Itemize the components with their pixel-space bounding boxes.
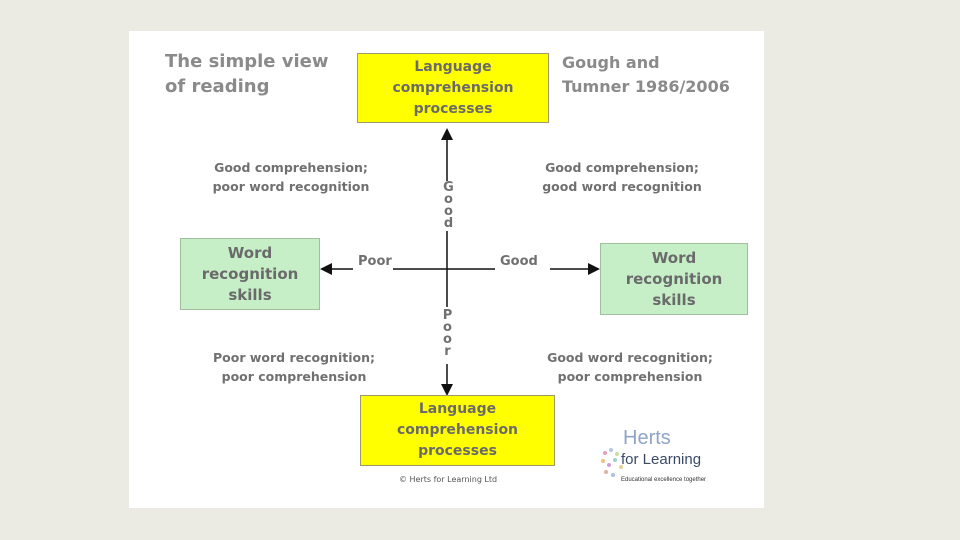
box-line: recognition [625, 269, 723, 288]
box-line: Word [227, 243, 273, 262]
herts-for-learning-logo: Herts for Learning Educational excellenc… [599, 421, 749, 501]
box-line: processes [413, 100, 493, 117]
title-line-2: of reading [165, 76, 270, 97]
word-recognition-box-left: Word recognition skills [180, 238, 320, 310]
box-line: skills [652, 290, 696, 309]
quadrant-line: Good word recognition; [547, 350, 713, 365]
language-comprehension-box-bottom: Language comprehension processes [360, 395, 555, 466]
diagram-title: The simple view of reading [165, 49, 355, 99]
quadrant-line: poor word recognition [212, 179, 370, 194]
quadrant-line: good word recognition [542, 179, 702, 194]
logo-herts-text: Herts [623, 427, 671, 449]
logo-tagline: Educational excellence together [621, 477, 707, 483]
quadrant-bottom-right: Good word recognition; poor comprehensio… [530, 348, 730, 386]
box-line: Language [418, 401, 497, 417]
horizontal-good-label: Good [500, 254, 538, 269]
box-line: comprehension [396, 422, 519, 438]
box-line: recognition [201, 264, 299, 283]
quadrant-line: Poor word recognition; [213, 350, 375, 365]
citation-line-2: Tumner 1986/2006 [562, 77, 730, 96]
logo-swirl-icon [601, 448, 623, 477]
language-comprehension-box-top: Language comprehension processes [357, 53, 549, 123]
box-line: skills [228, 285, 272, 304]
logo-for-learning-text: for Learning [621, 451, 702, 468]
quadrant-bottom-left: Poor word recognition; poor comprehensio… [199, 348, 389, 386]
box-line: Language [414, 58, 492, 75]
horizontal-poor-label: Poor [358, 254, 392, 269]
axes [320, 128, 600, 396]
vertical-poor-label: Poor [440, 308, 455, 356]
quadrant-top-right: Good comprehension; good word recognitio… [522, 158, 722, 196]
title-line-1: The simple view [165, 51, 329, 72]
word-recognition-box-right: Word recognition skills [600, 243, 748, 315]
slide: The simple view of reading Gough and Tum… [129, 31, 764, 508]
quadrant-line: poor comprehension [221, 369, 367, 384]
box-line: Word [651, 248, 697, 267]
citation: Gough and Tumner 1986/2006 [562, 51, 762, 99]
quadrant-top-left: Good comprehension; poor word recognitio… [191, 158, 391, 196]
box-line: processes [418, 443, 497, 459]
quadrant-line: Good comprehension; [545, 160, 699, 175]
copyright-notice: © Herts for Learning Ltd [399, 475, 498, 484]
quadrant-line: poor comprehension [557, 369, 703, 384]
citation-line-1: Gough and [562, 53, 660, 72]
quadrant-line: Good comprehension; [214, 160, 368, 175]
vertical-good-label: Good [441, 180, 456, 228]
box-line: comprehension [392, 79, 514, 96]
